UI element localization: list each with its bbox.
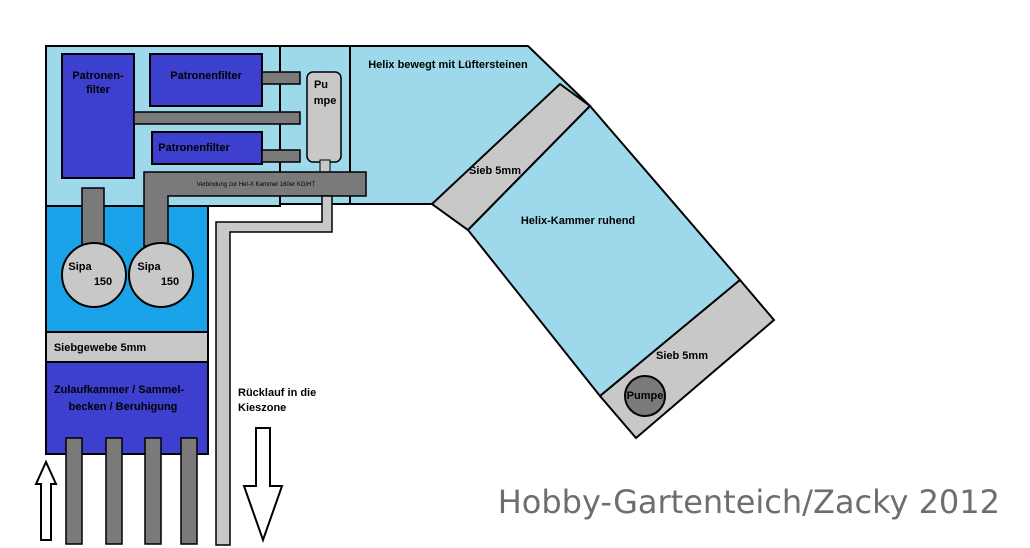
label-pump-small-2: mpe	[314, 95, 337, 107]
label-sipa-left-2: 150	[94, 276, 112, 288]
label-ruecklauf-2: Kieszone	[238, 402, 286, 414]
label-patronenfilter-big-1: Patronen-	[72, 70, 124, 82]
label-helix-moving: Helix bewegt mit Lüftersteinen	[368, 59, 528, 71]
label-sipa-left-1: Sipa	[68, 261, 92, 273]
sipa-left	[61, 242, 127, 308]
inlet-pipe-3	[144, 437, 162, 545]
label-sipa-right-1: Sipa	[137, 261, 161, 273]
label-patronenfilter-big-2: filter	[86, 84, 111, 96]
pump-round	[624, 375, 666, 417]
label-helix-resting: Helix-Kammer ruhend	[521, 215, 635, 227]
connection-pipe	[143, 171, 367, 247]
label-pump-round: Pumpe	[627, 390, 664, 402]
pump-small-outlet	[319, 159, 331, 173]
pipe-lower	[261, 149, 301, 163]
pipe-middle	[133, 111, 301, 125]
label-sipa-right-2: 150	[161, 276, 179, 288]
label-patronenfilter-mid: Patronenfilter	[158, 142, 230, 154]
cartridge-filter-mid	[151, 131, 263, 165]
label-ruecklauf-1: Rücklauf in die	[238, 387, 316, 399]
label-sieve-top: Sieb 5mm	[469, 165, 521, 177]
arrow-down-icon	[242, 427, 284, 544]
label-zulauf-1: Zulaufkammer / Sammel-	[54, 384, 185, 396]
inlet-pipe-1	[65, 437, 83, 545]
label-zulauf-2: becken / Beruhigung	[69, 401, 178, 413]
label-sieve-bottom: Sieb 5mm	[656, 350, 708, 362]
label-patronenfilter-top: Patronenfilter	[170, 70, 242, 82]
arrow-up-icon	[34, 459, 58, 541]
inlet-pipe-4	[180, 437, 198, 545]
watermark: Hobby-Gartenteich/Zacky 2012	[498, 483, 1000, 521]
pipe-top	[261, 71, 301, 85]
sipa-right	[128, 242, 194, 308]
inlet-pipe-2	[105, 437, 123, 545]
label-connection: Verbindung zur Hel-X Kammer 160er KG/HT	[197, 182, 316, 188]
siebgewebe-strip	[45, 331, 209, 363]
label-pump-small-1: Pu	[314, 79, 328, 91]
return-pipe	[215, 195, 333, 546]
sipa-left-stem	[81, 187, 105, 249]
label-siebgewebe: Siebgewebe 5mm	[54, 342, 147, 354]
